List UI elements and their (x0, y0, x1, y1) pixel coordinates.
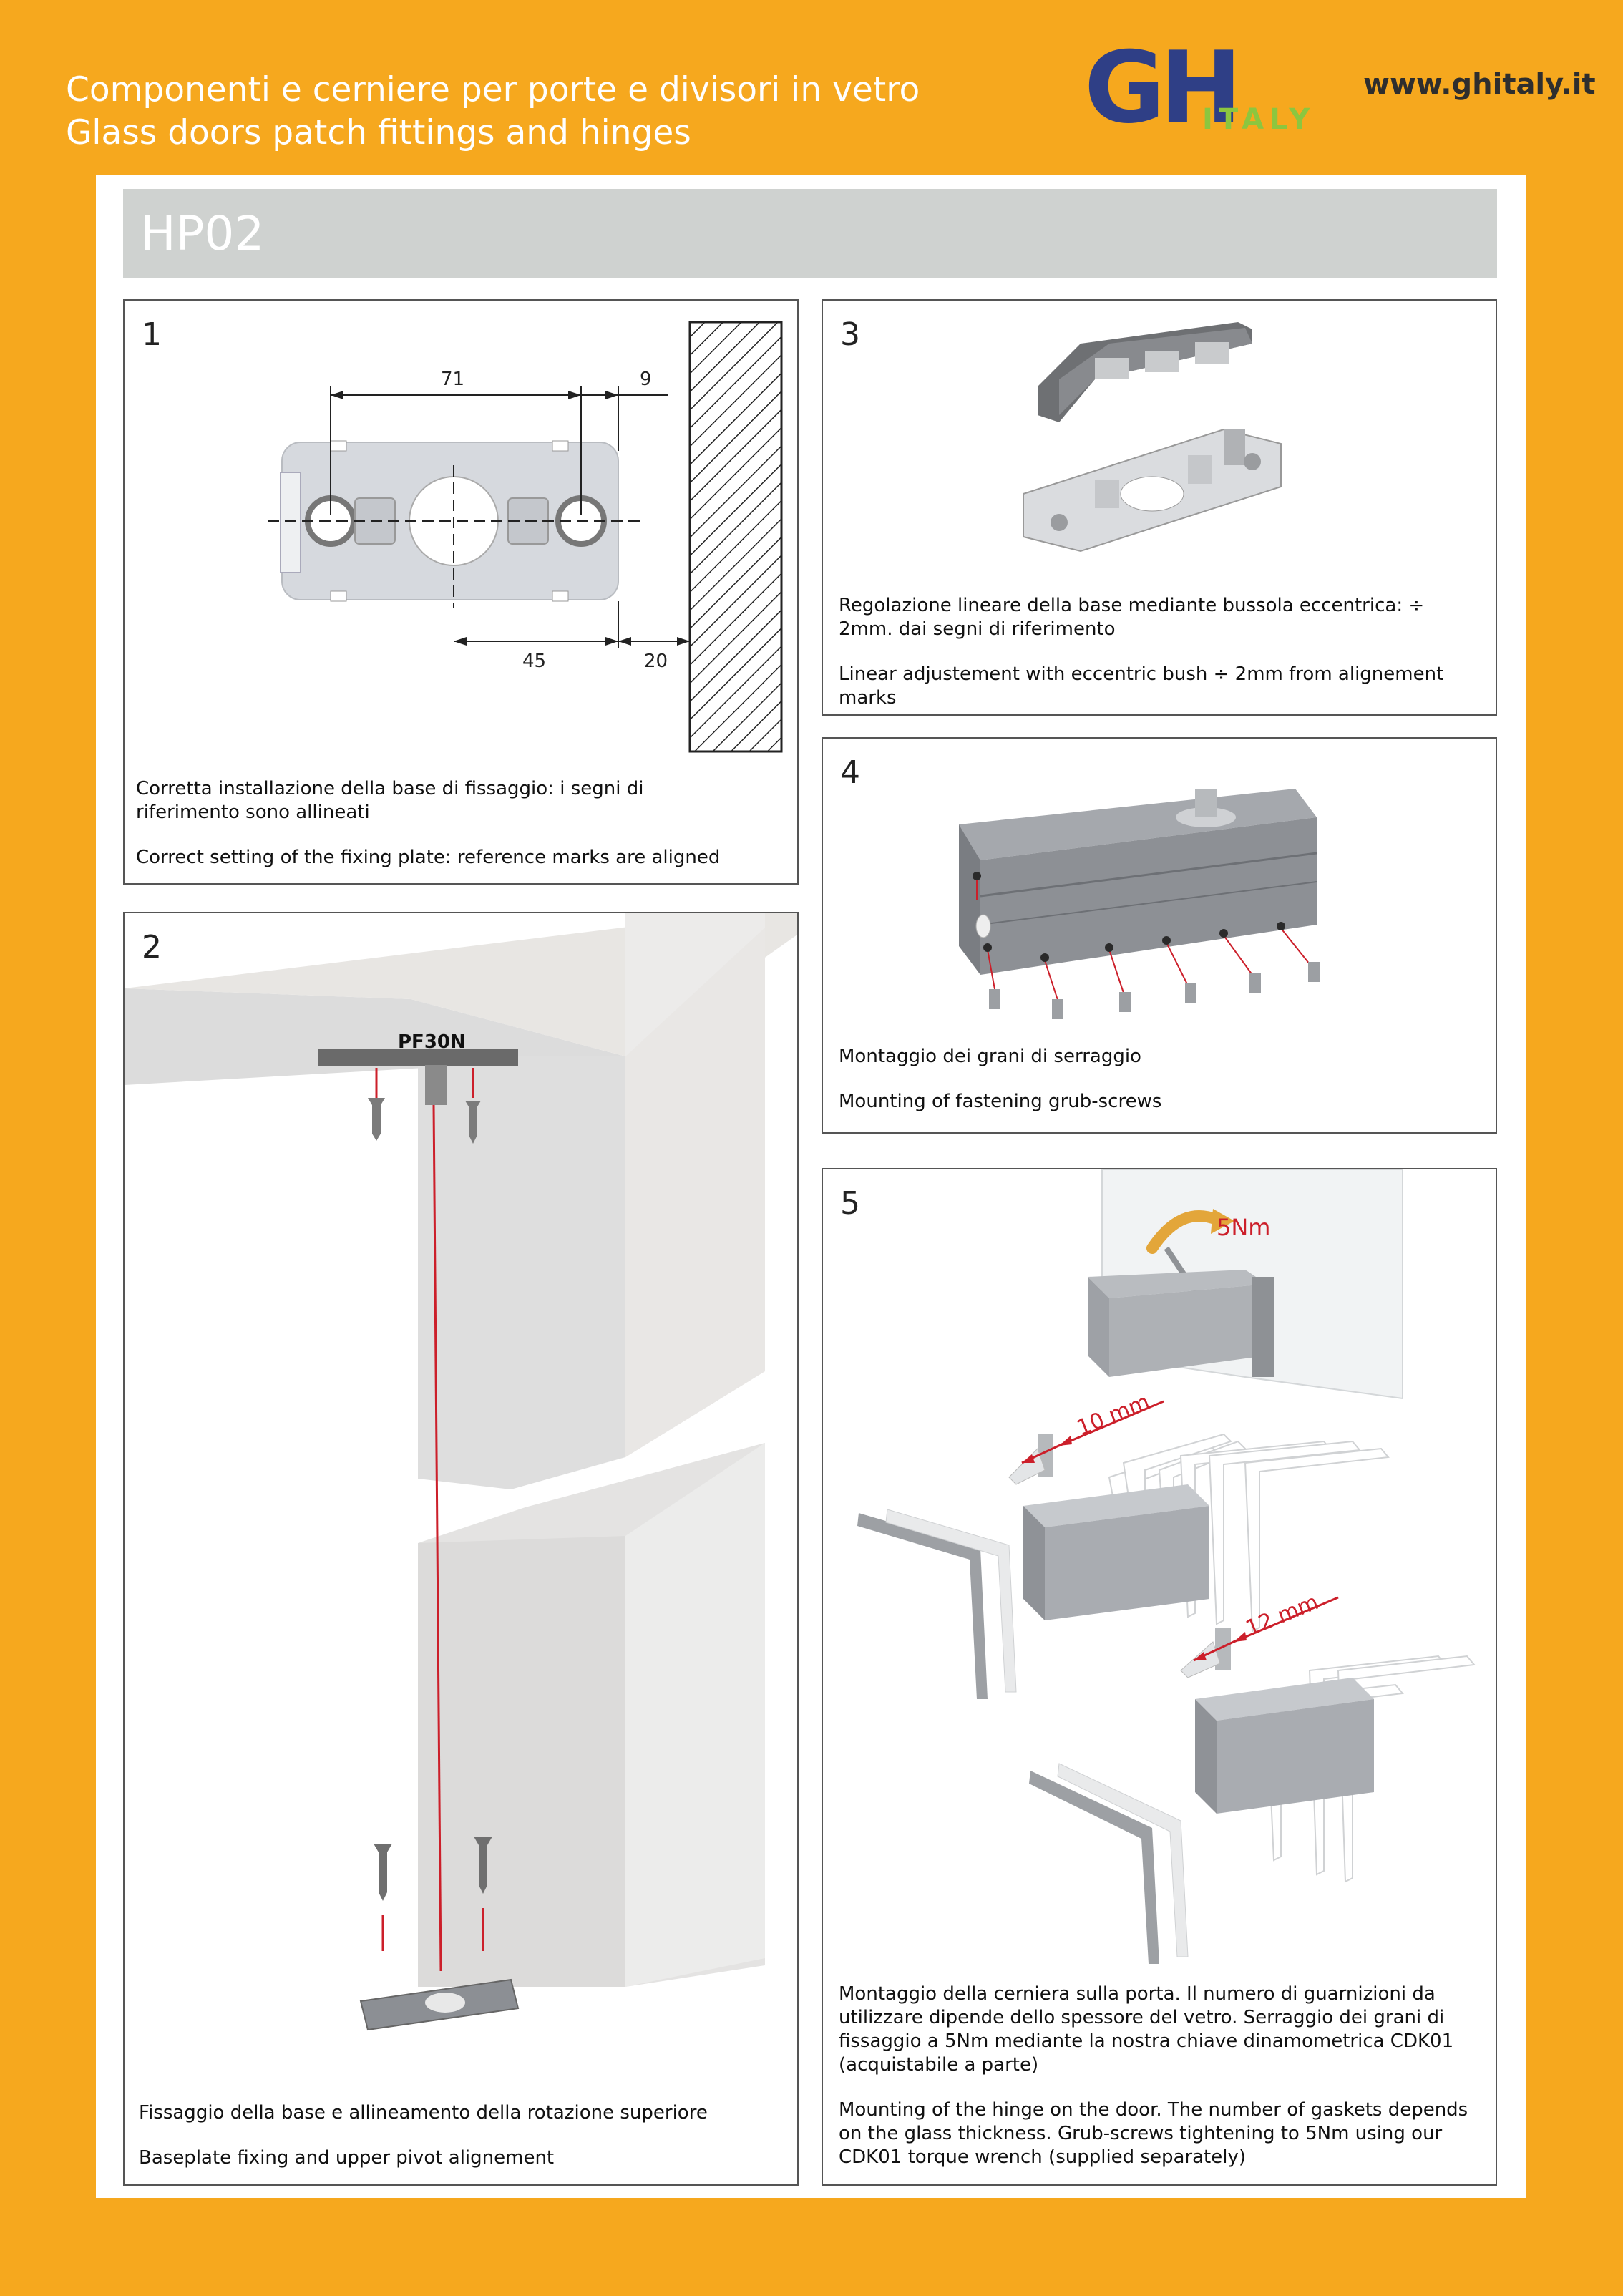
step-1-panel: 1 71 9 (123, 299, 799, 885)
grub-screws-illustration (959, 789, 1320, 1019)
step-5-panel: 5 5Nm 10 mm (822, 1168, 1497, 2186)
wall-section (688, 321, 783, 753)
step-4-number: 4 (840, 754, 860, 791)
pf30n-top-plate (318, 1049, 518, 1066)
brand-logo: GH ITALY (1084, 36, 1315, 136)
logo-main: GH (1084, 36, 1237, 136)
eccentric-bush-illustration (1023, 322, 1282, 553)
torque-arrow (1146, 1210, 1222, 1254)
step-4-caption-en: Mounting of fastening grub-screws (839, 1091, 1162, 1112)
pf30n-label: PF30N (398, 1031, 466, 1053)
step-2-caption-it: Fissaggio della base e allineamento dell… (139, 2102, 708, 2124)
torque-label: 5Nm (1217, 1214, 1270, 1241)
step-2-number: 2 (142, 929, 162, 965)
step-5-number: 5 (840, 1185, 860, 1222)
header-title-it: Componenti e cerniere per porte e diviso… (66, 70, 920, 110)
product-code-bar: HP02 (123, 189, 1497, 278)
step-4-panel: 4 (822, 737, 1497, 1134)
dim-20: 20 (644, 651, 668, 672)
step-2-panel: 2 PF30N Fissaggio della base (123, 912, 799, 2186)
step-1-caption-en: Correct setting of the fixing plate: ref… (136, 847, 721, 868)
fixing-plate-drawing: 71 9 45 20 (268, 321, 783, 753)
step-4-caption: Montaggio dei grani di serraggio Mountin… (839, 1045, 1483, 1114)
dim-9: 9 (640, 369, 652, 390)
step-3-caption: Regolazione lineare della base mediante … (839, 594, 1483, 710)
dim-45: 45 (522, 651, 546, 672)
step-3-number: 3 (840, 316, 860, 353)
step-2-caption-en: Baseplate fixing and upper pivot alignem… (139, 2147, 555, 2169)
pivot-alignment-line (432, 1104, 442, 1972)
step-1-caption-it: Corretta installazione della base di fis… (136, 778, 644, 823)
website-link[interactable]: www.ghitaly.it (1363, 68, 1596, 101)
header-title: Componenti e cerniere per porte e diviso… (66, 69, 920, 155)
step-1-number: 1 (142, 316, 162, 353)
door-frame-illustration: PF30N (125, 913, 797, 2031)
step-5-caption: Montaggio della cerniera sulla porta. Il… (839, 1983, 1483, 2169)
step-5-caption-it: Montaggio della cerniera sulla porta. Il… (839, 1983, 1454, 2076)
step-1-caption: Corretta installazione della base di fis… (136, 777, 780, 870)
step-3-panel: 3 Regolazione lineare della base mediant… (822, 299, 1497, 716)
step-2-caption: Fissaggio della base e allineamento dell… (139, 2101, 783, 2170)
step-5-caption-en: Mounting of the hinge on the door. The n… (839, 2099, 1468, 2168)
header-title-en: Glass doors patch fittings and hinges (66, 113, 691, 152)
step-3-caption-en: Linear adjustement with eccentric bush ÷… (839, 663, 1444, 709)
logo-sub: ITALY (1202, 103, 1315, 136)
step-4-caption-it: Montaggio dei grani di serraggio (839, 1046, 1141, 1067)
product-code: HP02 (140, 206, 265, 261)
hinge-mounting-illustration: 5Nm 10 mm (857, 1169, 1476, 1964)
dim-71: 71 (441, 369, 464, 390)
step-3-caption-it: Regolazione lineare della base mediante … (839, 595, 1425, 640)
dim-10mm: 10 mm (1073, 1389, 1154, 1441)
